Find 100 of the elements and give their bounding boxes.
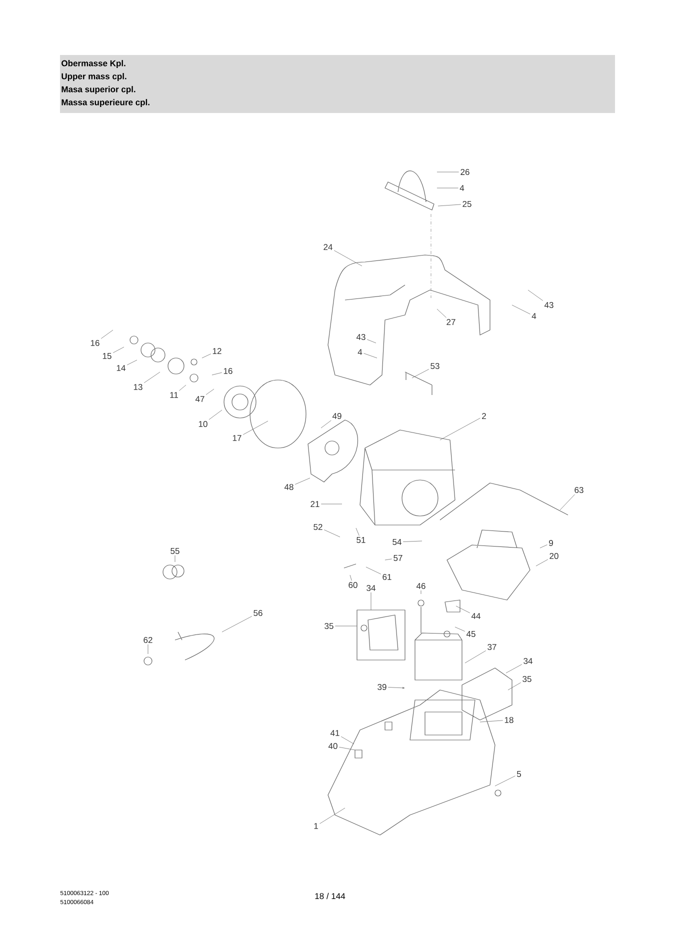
callout-number: 26 [460,169,470,176]
leader-line [528,290,544,301]
leader-line [388,687,405,689]
callout-number: 61 [382,574,392,580]
callout-number: 47 [195,396,204,402]
callout-number: 57 [394,555,402,561]
leader-line [242,420,268,435]
callout-number: 56 [254,610,262,616]
callout-number: 24 [324,244,332,250]
callout-number: 43 [356,334,366,340]
leader-line [440,418,480,440]
callout-number: 48 [284,484,294,490]
leader-line [438,204,462,206]
callout-number: 1 [314,823,318,829]
callout-number: 20 [550,553,558,559]
callout-number: 37 [488,644,496,650]
callout-number: 4 [532,313,536,319]
leader-line [480,720,504,722]
leader-line [506,664,522,674]
callout-number: 4 [358,349,362,355]
leader-line [320,808,346,824]
heading-text: Obermasse Kpl. [62,60,126,68]
leader-line [536,559,548,566]
leader-line [126,360,138,366]
callout-number: 62 [144,637,152,643]
callout-number: 46 [416,583,426,589]
callout-number: 5 [516,771,521,777]
callout-number: 10 [198,421,208,428]
callout-number: 51 [356,537,366,543]
callout-number: 18 [504,717,514,723]
callout-number: 27 [446,319,456,325]
leader-line [454,626,466,632]
callout-number: 34 [366,585,376,591]
callout-number: 54 [392,539,402,545]
leader-line [334,250,362,266]
leader-line [112,346,124,353]
leader-line [294,478,310,485]
leader-line [494,776,516,786]
leader-line [356,528,360,536]
leader-line [340,736,354,744]
callout-number: 39 [378,684,386,690]
leader-line [350,574,352,581]
callout-number: 45 [466,631,476,637]
callout-number: 13 [134,384,142,390]
callout-number: 41 [330,730,340,736]
leader-line [412,369,430,378]
callout-number: 2 [482,413,486,419]
leader-line [560,494,575,510]
leader-line [178,384,186,391]
callout-number: 25 [462,201,472,208]
heading-text: Upper mass cpl. [62,73,126,81]
leader-line [364,353,378,358]
callout-number: 21 [310,501,320,507]
callout-number: 4 [460,185,464,191]
leader-line [464,650,486,664]
leader-line [174,555,176,562]
heading-text: Masa superior cpl. [62,86,136,94]
leader-line [320,420,332,428]
leader-line [370,592,372,610]
callout-number: 40 [328,743,338,749]
callout-number: 12 [212,348,222,354]
callout-number: 53 [430,363,440,370]
callout-number: 15 [102,353,112,359]
callout-number: 55 [170,548,180,554]
leader-line [100,330,114,339]
leader-line [338,746,356,750]
leader-line [420,590,422,594]
callout-number: 35 [324,623,334,629]
leader-line [436,308,446,318]
callout-number: 11 [170,392,178,398]
heading-text: Massa superieure cpl. [62,99,150,107]
leader-line [366,339,376,344]
leader-line [456,606,470,614]
callout-number: 43 [544,302,554,308]
callout-number: 34 [524,658,532,664]
leader-line [512,304,530,314]
callout-number: 16 [90,340,100,346]
leader-line [402,540,422,542]
leader-line [540,544,548,548]
leader-line [508,682,522,690]
callout-number: 17 [232,435,242,441]
callout-number: 49 [332,413,342,419]
callout-number: 14 [116,365,126,371]
callout-number: 35 [522,676,532,682]
leader-line [202,354,212,358]
leader-line [384,558,392,560]
leader-line [366,566,382,574]
leader-line [222,616,252,632]
callout-number: 52 [314,524,322,530]
callout-number: 63 [574,487,584,493]
page-number: 18 / 144 [315,892,346,900]
leader-line [144,372,160,384]
callout-number: 9 [549,540,553,546]
callout-number: 44 [471,613,480,619]
leader-line [208,410,222,420]
leader-line [212,372,222,376]
leader-line [324,530,340,538]
callout-number: 16 [224,368,232,374]
leader-line [206,388,214,395]
callout-number: 60 [348,582,358,588]
